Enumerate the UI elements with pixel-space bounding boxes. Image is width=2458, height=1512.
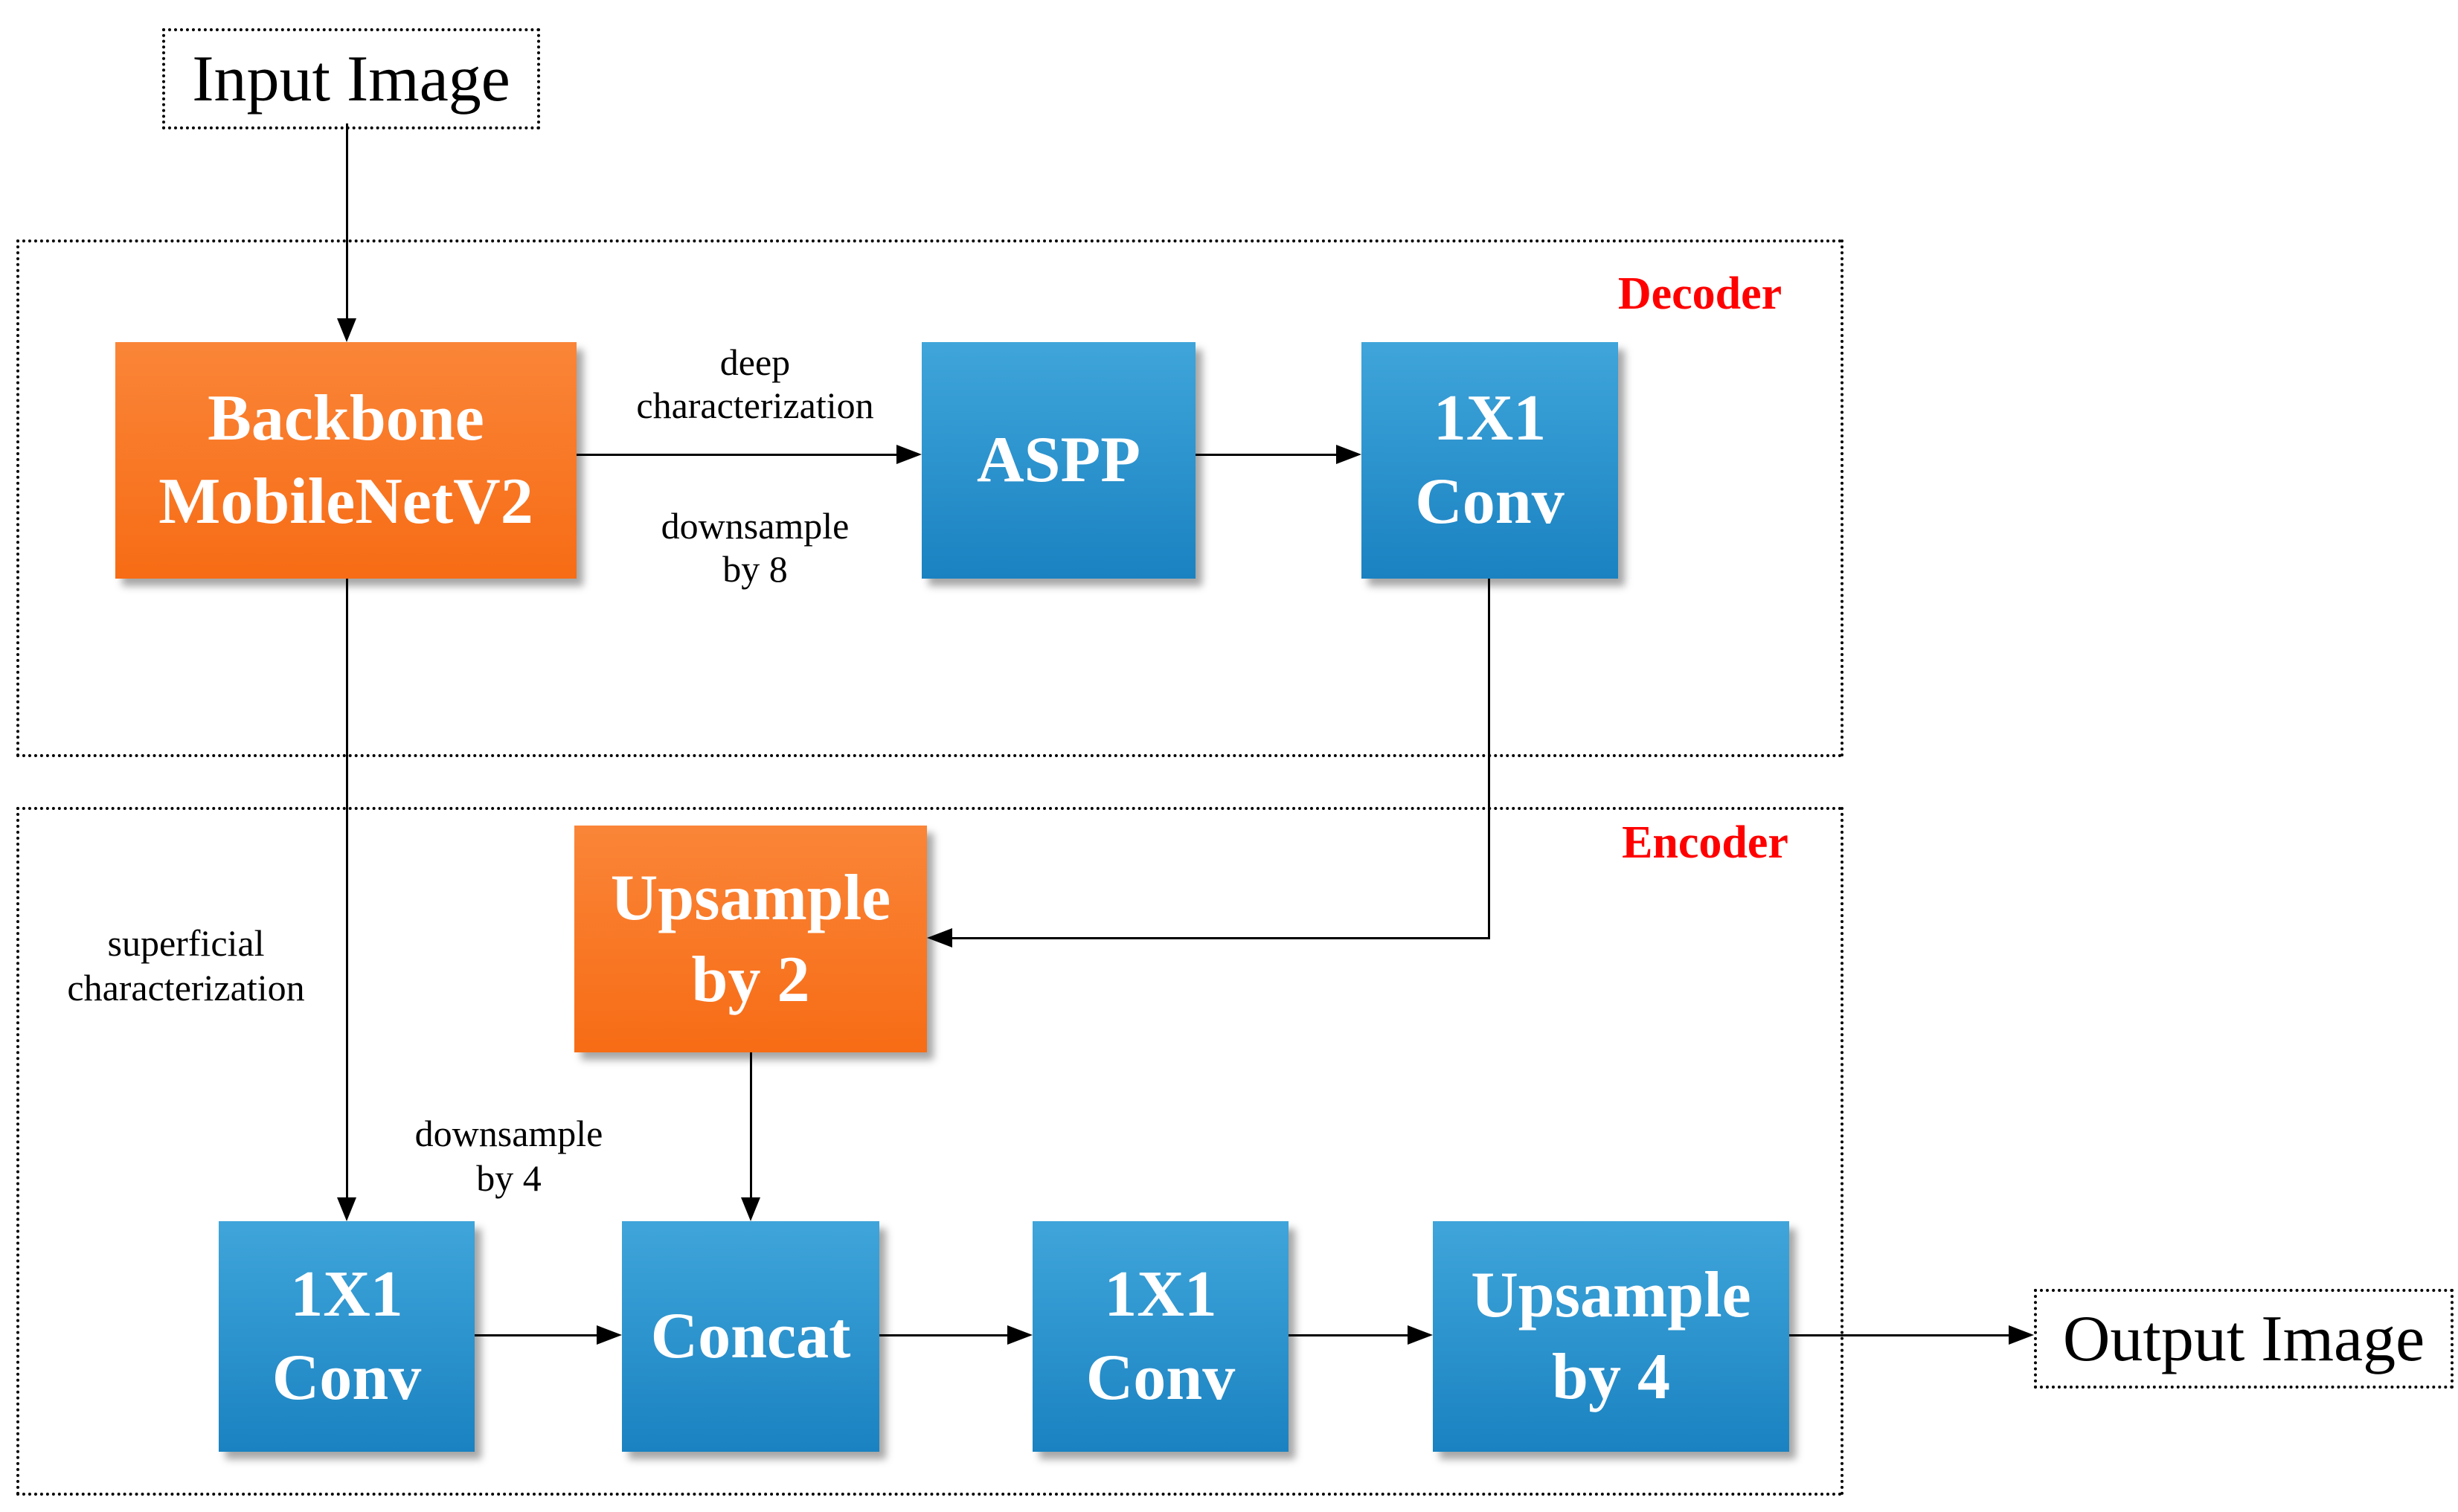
output-image-label: Output Image — [2062, 1302, 2425, 1375]
arrow-backbone-to-aspp-line — [577, 454, 898, 456]
label-downsample-by-8-line1: downsample — [661, 505, 850, 547]
node-1x1-conv-bottom-left-label-line1: 1X1 — [290, 1258, 403, 1331]
node-upsample-by-2-label-line1: Upsample — [610, 861, 891, 934]
arrow-aspp-to-conv-head — [1336, 445, 1361, 464]
arrow-backbone-to-aspp-head — [896, 445, 922, 464]
label-deep-characterization: deep characterization — [591, 341, 919, 427]
arrow-conv-to-concat-line — [475, 1334, 598, 1336]
arrow-conv-to-upsample2-vline — [1488, 579, 1490, 939]
node-1x1-conv-top-label-line1: 1X1 — [1433, 382, 1547, 454]
arrow-upsample2-to-concat-head — [741, 1197, 760, 1221]
node-1x1-conv-bottom-mid: 1X1 Conv — [1033, 1221, 1289, 1452]
input-image-box: Input Image — [162, 28, 540, 129]
arrow-upsample2-to-concat-line — [750, 1052, 752, 1197]
arrow-concat-to-conv-head — [1007, 1325, 1033, 1345]
label-deep-characterization-line2: characterization — [636, 385, 874, 426]
node-backbone-label-line2: MobileNetV2 — [158, 466, 533, 538]
label-superficial-characterization-line1: superficial — [107, 922, 265, 964]
arrow-backbone-to-conv-bottom-head — [337, 1197, 356, 1221]
node-1x1-conv-bottom-left: 1X1 Conv — [219, 1221, 475, 1452]
label-superficial-characterization-line2: characterization — [67, 967, 305, 1008]
node-backbone-label-line1: Backbone — [208, 382, 484, 454]
input-image-label: Input Image — [192, 42, 510, 115]
arrow-backbone-to-conv-bottom-line — [346, 579, 348, 1197]
node-1x1-conv-bottom-left-label-line2: Conv — [272, 1342, 422, 1414]
node-1x1-conv-bottom-mid-label-line1: 1X1 — [1104, 1258, 1217, 1331]
arrow-conv-to-concat-head — [597, 1325, 622, 1345]
node-1x1-conv-top-label-line2: Conv — [1415, 466, 1565, 538]
encoder-region — [16, 807, 1844, 1496]
arrow-upsample4-to-output-head — [2009, 1325, 2034, 1345]
node-aspp-label: ASPP — [977, 424, 1140, 496]
label-superficial-characterization: superficial characterization — [30, 921, 342, 1010]
label-deep-characterization-line1: deep — [719, 341, 791, 383]
node-upsample-by-4-label-line2: by 4 — [1552, 1341, 1670, 1413]
arrow-aspp-to-conv-line — [1196, 454, 1338, 456]
decoder-region-label: Decoder — [1617, 268, 1782, 319]
arrow-upsample4-to-output-line — [1789, 1334, 2010, 1336]
arrow-concat-to-conv-line — [879, 1334, 1007, 1336]
arrow-conv-to-upsample4-line — [1289, 1334, 1409, 1336]
arrow-input-to-backbone-line — [346, 123, 348, 318]
node-1x1-conv-top: 1X1 Conv — [1361, 342, 1618, 579]
node-upsample-by-4: Upsample by 4 — [1433, 1221, 1789, 1452]
node-concat: Concat — [622, 1221, 879, 1452]
node-1x1-conv-bottom-mid-label-line2: Conv — [1085, 1342, 1236, 1414]
label-downsample-by-8-line2: by 8 — [722, 548, 788, 590]
node-backbone-mobilenetv2: Backbone MobileNetV2 — [115, 342, 577, 579]
output-image-box: Output Image — [2034, 1289, 2454, 1389]
label-downsample-by-4: downsample by 4 — [353, 1111, 665, 1200]
decoder-region — [16, 239, 1844, 757]
node-upsample-by-2-label-line2: by 2 — [691, 943, 810, 1016]
node-aspp: ASPP — [922, 342, 1196, 579]
label-downsample-by-8: downsample by 8 — [591, 504, 919, 591]
label-downsample-by-4-line2: by 4 — [476, 1157, 542, 1199]
arrow-conv-to-upsample2-hline — [951, 937, 1490, 939]
encoder-region-label: Encoder — [1622, 817, 1788, 868]
arrow-input-to-backbone-head — [337, 318, 356, 342]
arrow-conv-to-upsample2-head — [927, 928, 952, 948]
node-concat-label: Concat — [650, 1300, 851, 1372]
label-downsample-by-4-line1: downsample — [414, 1113, 603, 1154]
node-upsample-by-4-label-line1: Upsample — [1471, 1259, 1751, 1331]
node-upsample-by-2: Upsample by 2 — [574, 826, 927, 1052]
arrow-conv-to-upsample4-head — [1408, 1325, 1433, 1345]
